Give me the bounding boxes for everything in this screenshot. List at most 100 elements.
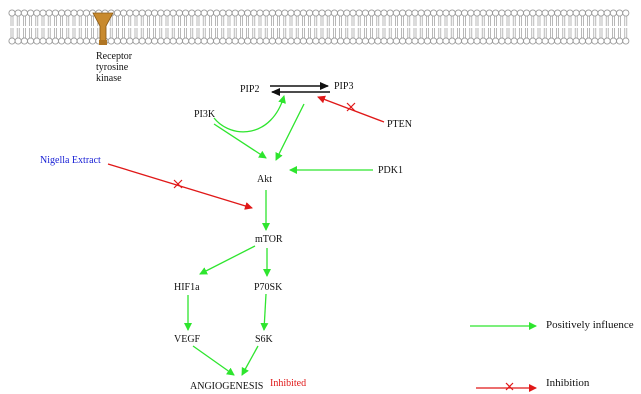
lipid-tail bbox=[271, 28, 274, 38]
lipid-head bbox=[498, 37, 506, 45]
lipid-head bbox=[8, 37, 16, 45]
lipid-tail bbox=[289, 16, 293, 26]
lipid-head bbox=[547, 9, 555, 17]
lipid-head bbox=[374, 9, 382, 17]
lipid-tail bbox=[494, 16, 497, 26]
lipid-tail bbox=[221, 16, 225, 26]
lipid-head bbox=[293, 37, 301, 45]
lipid-head bbox=[467, 9, 475, 17]
node-pip2: PIP2 bbox=[240, 84, 259, 95]
lipid-tail bbox=[469, 16, 473, 26]
lipid-head bbox=[237, 9, 245, 17]
lipid-tail bbox=[537, 16, 541, 26]
lipid-head bbox=[337, 9, 345, 17]
lipid-head bbox=[89, 37, 97, 45]
inhibited-label: Inhibited bbox=[270, 378, 306, 389]
inhibition-x-icon bbox=[346, 102, 356, 112]
lipid-head bbox=[144, 37, 152, 45]
arrow-s6k-to-angiogenesis bbox=[241, 345, 259, 376]
inhibition-x-icon bbox=[173, 179, 183, 189]
lipid-head bbox=[175, 37, 183, 45]
lipid-tail bbox=[10, 16, 14, 26]
lipid-tail bbox=[599, 28, 603, 38]
lipid-tail bbox=[66, 28, 70, 38]
lipid-head bbox=[380, 37, 388, 45]
lipid-head bbox=[20, 9, 28, 17]
lipid-head bbox=[33, 37, 41, 45]
lipid-head bbox=[541, 9, 549, 17]
lipid-head bbox=[237, 37, 245, 45]
lipid-head bbox=[312, 37, 320, 45]
lipid-tail bbox=[78, 28, 82, 38]
receptor-label-line3: kinase bbox=[96, 73, 122, 84]
lipid-head bbox=[535, 9, 543, 17]
lipid-head bbox=[58, 37, 66, 45]
lipid-tail bbox=[357, 16, 361, 26]
lipid-head bbox=[560, 37, 568, 45]
lipid-head bbox=[616, 37, 624, 45]
lipid-head bbox=[591, 37, 599, 45]
legend-positive-label: Positively influence bbox=[546, 319, 634, 331]
lipid-tail bbox=[29, 28, 32, 38]
lipid-tail bbox=[388, 16, 392, 26]
lipid-head bbox=[256, 37, 264, 45]
lipid-head bbox=[120, 37, 128, 45]
lipid-head bbox=[492, 37, 500, 45]
lipid-tail bbox=[599, 16, 603, 26]
lipid-head bbox=[560, 9, 568, 17]
lipid-tail bbox=[320, 28, 324, 38]
lipid-tail bbox=[209, 28, 212, 38]
lipid-head bbox=[58, 9, 66, 17]
lipid-head bbox=[461, 9, 469, 17]
lipid-head bbox=[479, 9, 487, 17]
lipid-head bbox=[14, 9, 22, 17]
lipid-tail bbox=[475, 28, 479, 38]
lipid-head bbox=[138, 9, 146, 17]
lipid-head bbox=[33, 9, 41, 17]
lipid-head bbox=[609, 37, 617, 45]
lipid-tail bbox=[370, 16, 373, 26]
lipid-tail bbox=[302, 16, 305, 26]
lipid-tail bbox=[519, 16, 522, 26]
lipid-head bbox=[64, 9, 72, 17]
lipid-head bbox=[76, 37, 84, 45]
lipid-head bbox=[343, 37, 351, 45]
lipid-tail bbox=[23, 28, 26, 38]
arrow-mtor-to-hif1a bbox=[199, 245, 256, 275]
lipid-tail bbox=[184, 16, 187, 26]
lipid-tail bbox=[16, 16, 20, 26]
lipid-head bbox=[107, 37, 115, 45]
lipid-tail bbox=[531, 16, 535, 26]
lipid-tail bbox=[128, 16, 132, 26]
node-nigella-extract: Nigella Extract bbox=[40, 155, 101, 166]
lipid-head bbox=[392, 37, 400, 45]
lipid-head bbox=[529, 9, 537, 17]
lipid-head bbox=[454, 9, 462, 17]
arrow-pip3-to-akt bbox=[275, 103, 305, 161]
lipid-head bbox=[113, 37, 121, 45]
lipid-tail bbox=[147, 28, 150, 38]
lipid-tail bbox=[351, 28, 355, 38]
lipid-head bbox=[14, 37, 22, 45]
lipid-head bbox=[318, 9, 326, 17]
lipid-tail bbox=[209, 16, 212, 26]
lipid-tail bbox=[587, 28, 590, 38]
lipid-tail bbox=[426, 28, 429, 38]
lipid-head bbox=[591, 9, 599, 17]
lipid-tail bbox=[537, 28, 541, 38]
lipid-tail bbox=[78, 16, 82, 26]
lipid-tail bbox=[314, 28, 318, 38]
lipid-head bbox=[535, 37, 543, 45]
lipid-head bbox=[516, 37, 524, 45]
lipid-head bbox=[169, 37, 177, 45]
inhibition-pten-to-pip3 bbox=[317, 95, 385, 123]
lipid-head bbox=[120, 9, 128, 17]
lipid-tail bbox=[444, 16, 448, 26]
lipid-tail bbox=[382, 16, 386, 26]
lipid-tail bbox=[159, 28, 163, 38]
lipid-head bbox=[157, 37, 165, 45]
lipid-tail bbox=[512, 16, 516, 26]
lipid-tail bbox=[165, 28, 169, 38]
lipid-tail bbox=[457, 28, 460, 38]
lipid-head bbox=[529, 37, 537, 45]
